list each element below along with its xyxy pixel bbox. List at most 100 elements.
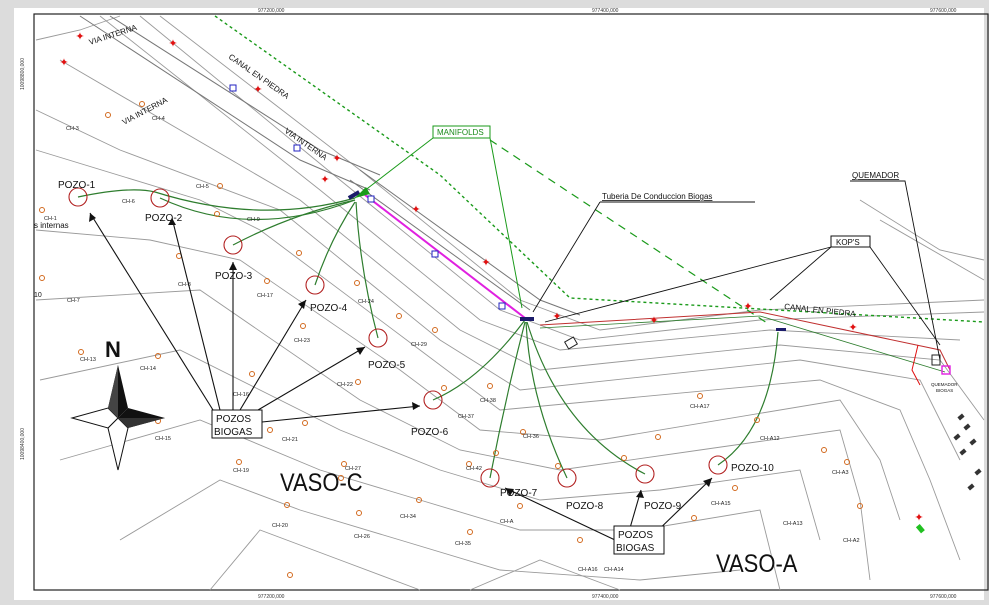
ch-label: CH-19 [233,468,249,474]
ch-label: CH-15 [155,436,171,442]
pozo-labels: POZO-1 POZO-2 POZO-3 POZO-4 POZO-5 POZO-… [58,180,774,512]
svg-text:✦: ✦ [848,322,857,334]
north-label: N [105,337,121,362]
pozo-label: POZO-3 [215,271,253,282]
ch-label: CH-7 [67,298,80,304]
ch-label: CH-21 [282,437,298,443]
canal-boundary [214,15,985,323]
svg-text:✦: ✦ [411,204,420,216]
ch-label: CH-36 [523,434,539,440]
quemador-label: QUEMADOR [852,171,899,180]
ch-label: CH-23 [294,338,310,344]
pozos-biogas-box-1 [211,409,263,439]
ch-label: CH-24 [358,299,374,305]
ch-label: CH-26 [354,534,370,540]
coord-top-1: 977200,000 [258,8,285,14]
manifolds-box [432,125,491,139]
conduction-pipe-to-burner [539,311,951,371]
kop-marker [776,328,786,331]
ch-label: CH-42 [466,466,482,472]
svg-text:✦: ✦ [552,311,561,323]
pozos-biogas-2-line1: POZOS [618,530,653,541]
pozo-label: POZO-7 [500,488,538,499]
pozo-label: POZO-5 [368,360,406,371]
vaso-a-label: VASO-A [716,551,798,579]
svg-text:✦: ✦ [743,301,752,313]
svg-text:✦: ✦ [481,257,490,269]
ch-label: CH-A16 [578,567,598,573]
burner-marker [941,365,951,375]
manifolds-label: MANIFOLDS [437,128,484,137]
quemador-biogas-line1: QUEMADOR [931,382,958,387]
ch-label: CH-A [500,519,514,525]
pozo-label: POZO-6 [411,427,449,438]
equipment-blocks [953,413,982,491]
pozo-label: POZO-9 [644,501,682,512]
ch-label: CH-5 [196,184,209,190]
svg-text:✦: ✦ [320,174,329,186]
pozo-label: POZO-10 [731,463,774,474]
red-markers: ✦✦✦ ✦✦✦ ✦✦✦ ✦✦✦ ✦ [59,31,923,524]
well-pipes-manifold-1 [77,189,379,339]
pozos-biogas-1-line1: POZOS [216,414,251,425]
manifold-arrowhead [355,187,370,198]
ch-label: CH-A17 [690,404,710,410]
building-1 [563,336,579,350]
ch-labels: CH-1 CH-3 CH-4 CH-5 CH-6 CH-7 CH-8 CH-9 … [44,116,860,573]
ch-label: CH-9 [247,217,260,223]
ch-label: CH-4 [152,116,165,122]
svg-text:✦: ✦ [332,153,341,165]
conduction-pipe [364,194,526,319]
coord-top-3: 977600,000 [930,8,957,14]
ch-label: CH-6 [122,199,135,205]
kops-label: KOP'S [836,238,860,247]
ch-label: CH-34 [400,514,416,520]
manifold-1 [347,190,361,200]
ch-label: CH-16 [233,392,249,398]
svg-text:✦: ✦ [168,38,177,50]
kops-box [830,235,871,248]
manifold-2 [520,317,534,321]
ch-label: CH-29 [411,342,427,348]
ch-label: CH-35 [455,541,471,547]
svg-text:✦: ✦ [75,31,84,43]
green-equipment [915,524,925,534]
tuberia-label: Tuberia De Conduccion Biogas [602,192,712,201]
svg-text:✦: ✦ [253,84,262,96]
coord-bottom-1: 977200,000 [258,594,285,600]
pozo-label: POZO-4 [310,303,348,314]
coord-left-1: 10098800,000 [20,58,26,90]
ch-label: CH-1 [44,216,57,222]
pozo-circles [68,187,728,488]
pozos-arrowheads [89,213,712,498]
pozos-biogas-box-2 [613,525,665,555]
ch-label: CH-A14 [604,567,624,573]
orange-markers [39,101,863,578]
coord-bottom-2: 977400,000 [592,594,619,600]
svg-text:✦: ✦ [59,57,68,69]
ch-label: CH-A13 [783,521,803,527]
well-pipes-manifold-2 [432,319,779,479]
ch-label: CH-A12 [760,436,780,442]
pozo-label: POZO-2 [145,213,183,224]
ch-label: CH-20 [272,523,288,529]
pozo-label: POZO-1 [58,180,96,191]
north-arrow-icon [70,365,165,471]
svg-text:✦: ✦ [914,512,923,524]
pozos-biogas-1-line2: BIOGAS [214,427,253,438]
drawing-border [33,13,989,591]
pozos-biogas-2-line2: BIOGAS [616,543,655,554]
callout-leaders [532,180,941,361]
ch-label: CH-A2 [843,538,860,544]
ch-label: CH-14 [140,366,156,372]
ch-label: CH-3 [66,126,79,132]
burner-fence [911,344,921,386]
ch-label: CH-38 [480,398,496,404]
ch-label: CH-17 [257,293,273,299]
ch-label: CH-22 [337,382,353,388]
vaso-c-label: VASO-C [280,470,363,498]
ch-label: CH-27 [345,466,361,472]
pozo-label: POZO-8 [566,501,604,512]
